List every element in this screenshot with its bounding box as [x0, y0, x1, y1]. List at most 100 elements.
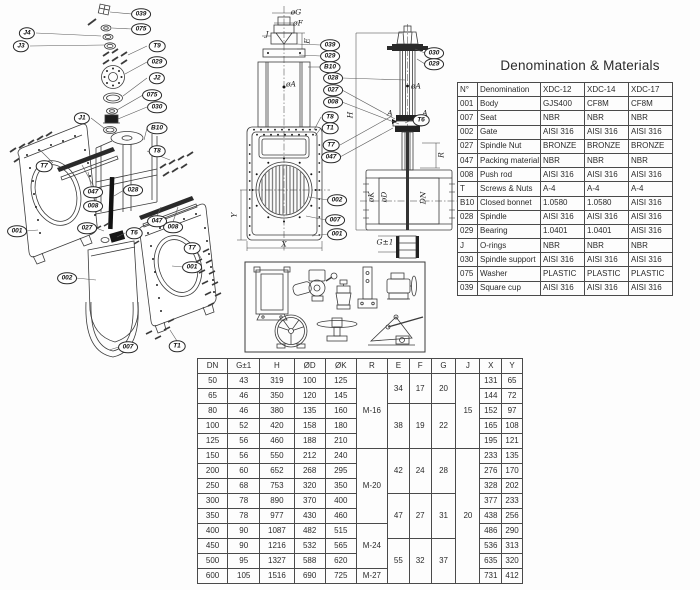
table-cell: 550 — [259, 448, 295, 464]
table-cell: AISI 316 — [584, 280, 629, 296]
column-header: J — [455, 358, 481, 374]
part-label-t1: T1 — [168, 340, 186, 352]
table-cell: Washer — [477, 266, 541, 282]
table-cell: NBR — [540, 238, 585, 254]
table-cell: NBR — [628, 152, 673, 169]
table-cell: 90 — [227, 523, 261, 539]
table-cell: 1327 — [259, 553, 295, 569]
part-label-008: 008 — [323, 96, 343, 108]
part-label-029: 029 — [424, 58, 444, 70]
table-cell: M-16 — [355, 373, 388, 449]
table-cell: 135 — [501, 448, 523, 464]
table-cell: 144 — [479, 388, 503, 404]
table-cell: 1216 — [259, 538, 295, 554]
table-cell: 100 — [293, 373, 326, 389]
table-cell: 350 — [259, 388, 295, 404]
push-rod-left — [60, 155, 119, 181]
table-cell: Bearing — [477, 223, 541, 240]
table-cell: 170 — [501, 463, 523, 479]
table-cell: 31 — [430, 493, 457, 539]
table-cell: 50 — [196, 373, 229, 389]
table-cell: 515 — [324, 523, 357, 539]
table-cell: 075 — [457, 266, 478, 282]
table-cell: 55 — [386, 538, 410, 584]
part-label-t7: T7 — [35, 160, 53, 172]
table-cell: Closed bonnet — [477, 195, 541, 211]
table-cell: NBR — [628, 110, 673, 126]
part-label-030: 030 — [424, 47, 444, 59]
t8-screws — [159, 151, 194, 177]
accessory-small-valve — [335, 279, 352, 310]
part-label-t6: T6 — [125, 227, 143, 239]
table-cell: AISI 316 — [628, 167, 673, 183]
accessory-yoke — [253, 266, 291, 321]
table-cell: 690 — [293, 568, 326, 584]
accessory-electric-actuator — [292, 269, 338, 302]
table-cell: 725 — [324, 568, 357, 584]
part-label-b10: B10 — [319, 61, 341, 73]
accessory-handwheel — [274, 314, 308, 349]
table-cell: 28 — [430, 448, 457, 494]
push-rod-right — [142, 203, 198, 228]
part-label-002: 002 — [327, 194, 347, 206]
column-header: E — [386, 358, 410, 374]
column-header: ØK — [324, 358, 357, 374]
table-cell: 1.0401 — [540, 223, 585, 240]
table-cell: 17 — [408, 373, 432, 404]
table-cell: AISI 316 — [628, 124, 673, 140]
part-label-t1: T1 — [321, 122, 339, 134]
table-cell: 320 — [293, 478, 326, 494]
table-cell: NBR — [628, 238, 673, 254]
table-cell: 438 — [479, 508, 503, 524]
table-cell: 007 — [457, 110, 478, 126]
table-cell: AISI 316 — [628, 223, 673, 240]
accessory-floor-stand — [316, 317, 358, 342]
table-cell: 80 — [196, 403, 229, 419]
table-cell: 125 — [324, 373, 357, 389]
table-cell: GJS400 — [540, 96, 585, 112]
table-cell: 158 — [293, 418, 326, 434]
table-cell: 233 — [479, 448, 503, 464]
part-label-008: 008 — [163, 221, 183, 233]
table-cell: 753 — [259, 478, 295, 494]
table-cell: 008 — [457, 167, 478, 183]
table-cell: J — [457, 238, 478, 254]
packing-strip-left — [57, 147, 115, 172]
table-cell: 1087 — [259, 523, 295, 539]
table-cell: AISI 316 — [584, 124, 629, 140]
part-label-t9: T9 — [148, 40, 166, 52]
table-cell: 180 — [324, 418, 357, 434]
table-cell: 256 — [501, 508, 523, 524]
part-label-029: 029 — [320, 50, 340, 62]
table-cell: 78 — [227, 508, 261, 524]
part-label-j1: J1 — [73, 112, 91, 124]
gate-part — [87, 240, 139, 343]
table-cell: NBR — [584, 110, 629, 126]
table-cell: Push rod — [477, 167, 541, 183]
table-cell: 890 — [259, 493, 295, 509]
table-cell: 34 — [386, 373, 410, 404]
table-cell: 313 — [501, 538, 523, 554]
part-label-t8: T8 — [321, 111, 339, 123]
table-cell: 500 — [196, 553, 229, 569]
part-label-027: 027 — [323, 84, 343, 96]
table-cell: 276 — [479, 463, 503, 479]
table-cell: 165 — [479, 418, 503, 434]
table-cell: B10 — [457, 195, 478, 211]
table-cell: AISI 316 — [584, 252, 629, 268]
table-cell: 047 — [457, 152, 478, 169]
table-cell: 100 — [196, 418, 229, 434]
